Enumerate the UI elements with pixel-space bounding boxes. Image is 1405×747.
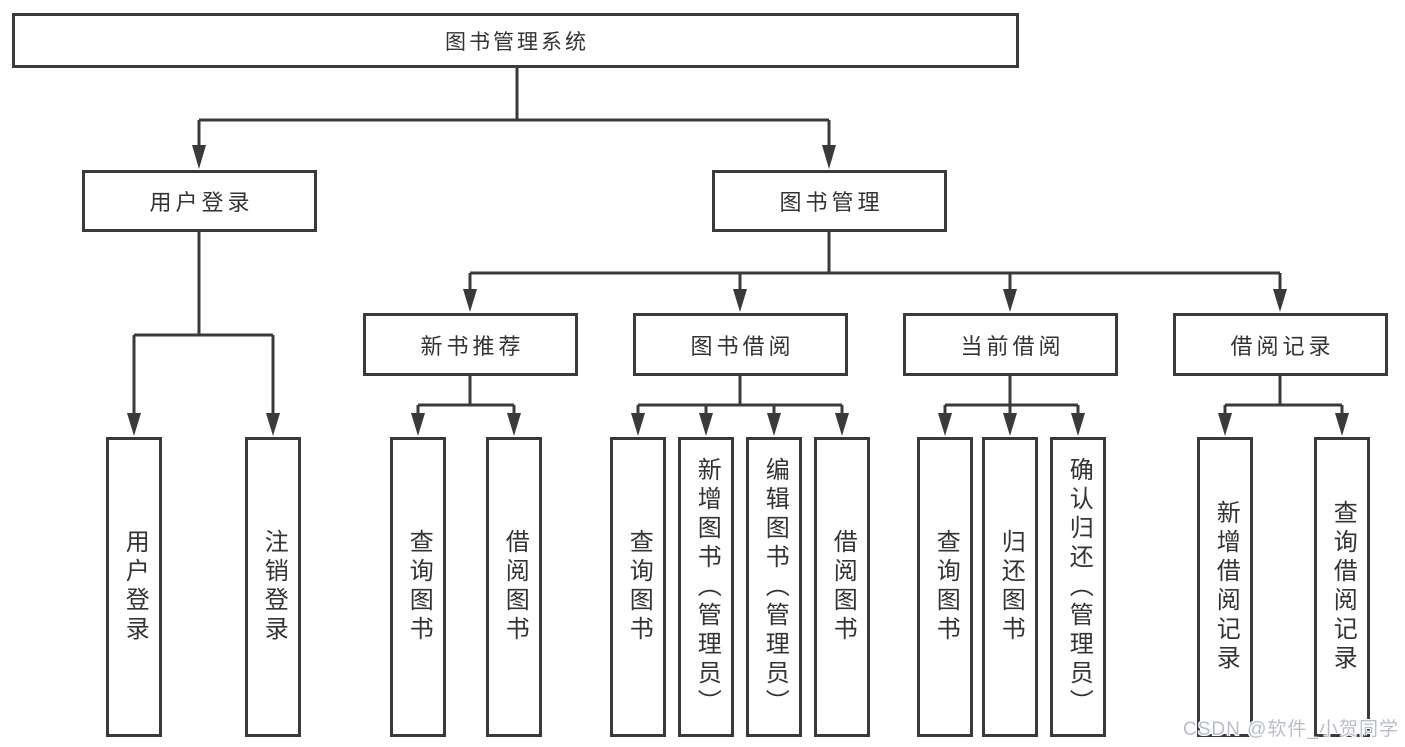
leaf-query-books-recommend-label: 查询图书 xyxy=(405,529,433,645)
node-book-mgmt-label: 图书管理 xyxy=(779,190,884,215)
node-root: 图书管理系统 xyxy=(12,13,1019,68)
leaf-add-book-admin-label: 新增图书（管理员） xyxy=(693,456,721,718)
node-book-borrow-label: 图书借阅 xyxy=(690,333,795,359)
leaf-query-books-borrow: 查询图书 xyxy=(610,437,666,737)
leaf-edit-book-admin-label: 编辑图书（管理员） xyxy=(761,456,789,718)
leaf-confirm-return-admin-label: 确认归还（管理员） xyxy=(1065,456,1093,718)
leaf-edit-book-admin: 编辑图书（管理员） xyxy=(746,437,802,737)
node-borrow-records: 借阅记录 xyxy=(1173,313,1388,376)
leaf-user-login-label: 用户登录 xyxy=(121,529,149,645)
leaf-logout-label: 注销登录 xyxy=(260,529,288,645)
leaf-query-borrow-record-label: 查询借阅记录 xyxy=(1329,500,1357,674)
leaf-query-books-current: 查询图书 xyxy=(917,437,973,737)
leaf-add-borrow-record: 新增借阅记录 xyxy=(1197,437,1253,737)
node-current-borrow: 当前借阅 xyxy=(903,313,1118,376)
connector-book-borrow-to-leaves xyxy=(631,375,849,436)
node-user-login-label: 用户登录 xyxy=(149,190,254,215)
leaf-borrow-books: 借阅图书 xyxy=(814,437,870,737)
leaf-borrow-books-recommend-label: 借阅图书 xyxy=(501,529,529,645)
connector-current-borrow-to-leaves xyxy=(938,375,1085,436)
node-new-book-recommend: 新书推荐 xyxy=(363,313,578,376)
connector-root-to-level2 xyxy=(192,67,836,169)
csdn-watermark: CSDN @软件_小贺同学 xyxy=(1183,719,1399,740)
leaf-logout: 注销登录 xyxy=(245,437,301,737)
leaf-return-book-label: 归还图书 xyxy=(997,529,1025,645)
node-borrow-records-label: 借阅记录 xyxy=(1230,333,1335,359)
node-current-borrow-label: 当前借阅 xyxy=(960,333,1065,359)
leaf-confirm-return-admin: 确认归还（管理员） xyxy=(1050,437,1106,737)
connector-user-login-to-leaves xyxy=(127,231,280,436)
leaf-query-borrow-record: 查询借阅记录 xyxy=(1314,437,1370,737)
leaf-query-books-borrow-label: 查询图书 xyxy=(625,529,653,645)
leaf-borrow-books-label: 借阅图书 xyxy=(829,529,857,645)
node-root-label: 图书管理系统 xyxy=(445,30,589,54)
leaf-user-login: 用户登录 xyxy=(106,437,162,737)
leaf-return-book: 归还图书 xyxy=(982,437,1038,737)
connector-borrow-records-to-leaves xyxy=(1218,375,1349,436)
leaf-query-books-current-label: 查询图书 xyxy=(932,529,960,645)
leaf-add-borrow-record-label: 新增借阅记录 xyxy=(1212,500,1240,674)
leaf-add-book-admin: 新增图书（管理员） xyxy=(678,437,734,737)
node-new-book-recommend-label: 新书推荐 xyxy=(420,333,525,359)
node-book-borrow: 图书借阅 xyxy=(633,313,848,376)
connector-new-book-to-leaves xyxy=(411,375,521,436)
node-book-mgmt: 图书管理 xyxy=(712,170,947,232)
connector-book-mgmt-to-level3 xyxy=(463,231,1287,312)
leaf-borrow-books-recommend: 借阅图书 xyxy=(486,437,542,737)
leaf-query-books-recommend: 查询图书 xyxy=(390,437,446,737)
node-user-login: 用户登录 xyxy=(82,170,317,232)
